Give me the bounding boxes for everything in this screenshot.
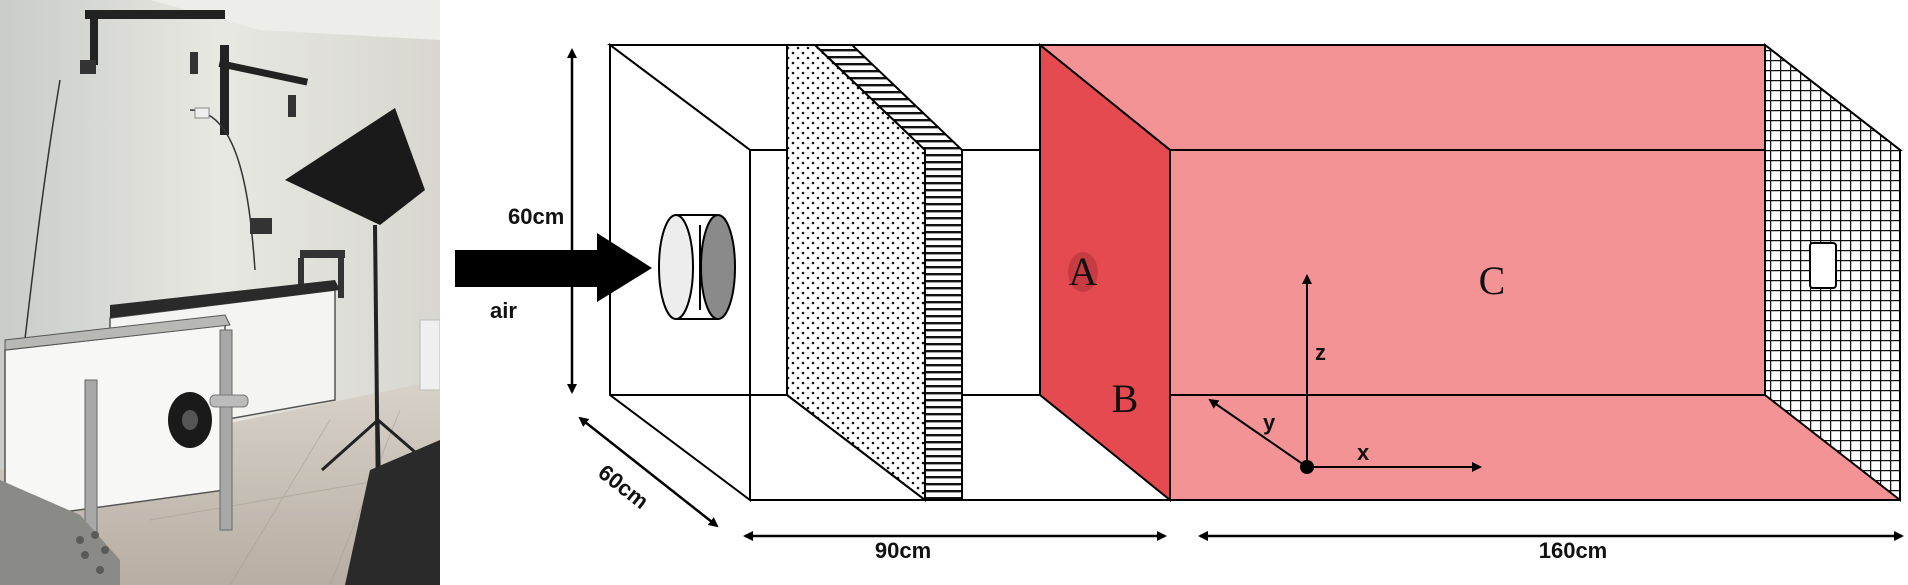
camera-rail [85, 10, 225, 19]
lab-setup-photo [0, 0, 440, 585]
length-test-label: 160cm [1539, 538, 1608, 563]
zone-a-label: A [1069, 249, 1098, 294]
zone-c-label: C [1479, 258, 1506, 303]
air-flow-arrow-icon [455, 233, 652, 302]
camera [288, 95, 296, 117]
camera [80, 60, 96, 74]
photo-duct [0, 480, 120, 585]
outlet-opening [1809, 242, 1837, 289]
softbox-light [285, 108, 425, 225]
air-label: air [490, 298, 517, 323]
length-front-label: 90cm [875, 538, 931, 563]
wind-tunnel-diagram: 60cm air 60cm 90cm 160cm A B C z y x [455, 42, 1904, 563]
axis-z-label: z [1315, 340, 1326, 365]
depth-dimension-arrow [578, 416, 719, 528]
coordinate-axes [1208, 274, 1482, 474]
camera [190, 52, 198, 74]
origin-point [1300, 460, 1314, 474]
interface-panel-ab [1039, 42, 1171, 503]
axis-x-label: x [1357, 440, 1370, 465]
striped-honeycomb-panel [812, 44, 963, 501]
zone-b-label: B [1112, 376, 1139, 421]
zone-a-marker [1068, 252, 1098, 292]
axis-y-label: y [1263, 410, 1276, 435]
fan-icon [658, 214, 736, 320]
height-label: 60cm [508, 204, 564, 229]
